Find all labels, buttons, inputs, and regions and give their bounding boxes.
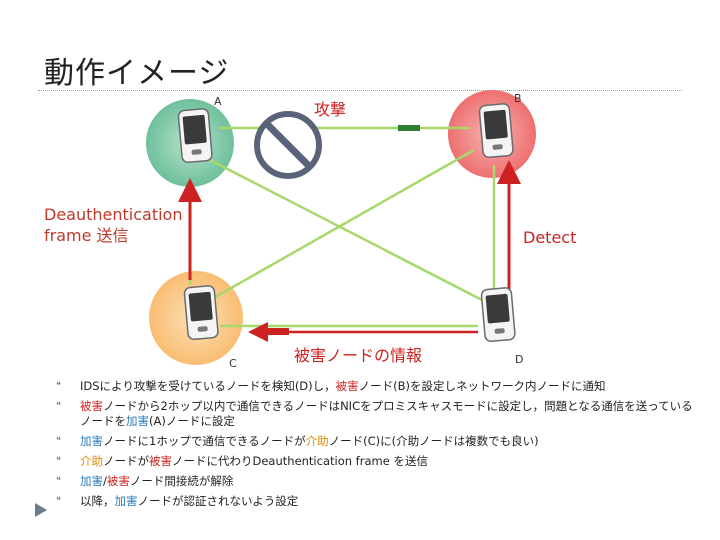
bullet-marker-icon: ❝ (56, 476, 61, 486)
bullet-item: ❝ 介助ノードが被害ノードに代わりDeauthentication frame を… (56, 454, 696, 469)
bullet-item: ❝ 加害ノードに1ホップで通信できるノードが介助ノード(C)に(介助ノードは複数で… (56, 434, 696, 449)
slide-nav-arrow-icon (35, 503, 47, 517)
bullet-text-part: 介助 (305, 434, 329, 448)
node-c-device-icon (183, 285, 219, 341)
bullet-marker-icon: ❝ (56, 381, 61, 391)
bullet-item: ❝ IDSにより攻撃を受けているノードを検知(D)し，被害ノード(B)を設定しネッ… (56, 379, 696, 394)
victim-info-segment (263, 328, 289, 335)
bullet-text-part: 加害 (80, 474, 103, 488)
bullet-marker-icon: ❝ (56, 436, 61, 446)
bullet-text-part: ノードが認証されないよう設定 (137, 494, 299, 508)
bullet-text-part: ノードに代わりDeauthentication frame を送信 (172, 454, 428, 468)
title-divider (38, 90, 682, 91)
bullet-item: ❝ 加害/被害ノード間接続が解除 (56, 474, 696, 489)
node-b-device-icon (478, 103, 514, 159)
bullet-list: ❝IDSにより攻撃を受けているノードを検知(D)し，被害ノード(B)を設定しネッ… (56, 379, 696, 514)
bullet-text-part: IDSにより攻撃を受けているノードを検知(D)し， (80, 379, 336, 393)
bullet-item: ❝ 被害ノードから2ホップ以内で通信できるノードはNICをプロミスキャスモードに設… (56, 399, 696, 429)
bullet-item: ❝ 以降，加害ノードが認証されないよう設定 (56, 494, 696, 509)
bullet-text-part: / (103, 474, 107, 488)
bullet-text-part: 被害 (80, 399, 103, 413)
attack-traffic-segment (398, 125, 420, 131)
bullet-text-part: 被害 (106, 474, 130, 488)
node-c-letter: C (229, 357, 237, 370)
attack-label: 攻撃 (314, 100, 347, 119)
bullet-text-part: ノードから2ホップ以内で通信できるノードはNICをプロミスキャスモードに設定し，… (80, 399, 693, 428)
bullet-text-part: ノード間接続が解除 (129, 474, 234, 488)
node-b-letter: B (514, 92, 522, 105)
link-c-b (209, 148, 475, 302)
bullet-text-part: 加害 (114, 494, 138, 508)
bullet-text-part: ノードが (103, 454, 149, 468)
bullet-text-part: ノード(C)に(介助ノードは複数でも良い) (328, 434, 539, 448)
node-d-letter: D (515, 353, 524, 366)
bullet-text-part: 加害 (80, 434, 103, 448)
bullet-text-part: 被害 (335, 379, 359, 393)
bullet-text-part: (A)ノードに設定 (149, 414, 235, 428)
network-diagram (146, 90, 536, 365)
slide-title: 動作イメージ (44, 56, 230, 91)
bullet-text-part: ノード(B)を設定しネットワーク内ノードに通知 (358, 379, 606, 393)
node-a-device-icon (177, 108, 213, 164)
bullet-marker-icon: ❝ (56, 456, 61, 466)
bullet-marker-icon: ❝ (56, 401, 61, 411)
bullet-text-part: 介助 (80, 454, 103, 468)
node-a-letter: A (214, 95, 222, 108)
prohibited-icon (254, 111, 322, 179)
bullet-text-part: ノードに1ホップで通信できるノードが (103, 434, 306, 448)
link-a-d (209, 158, 483, 302)
victim-info-label: 被害ノードの情報 (294, 346, 423, 365)
deauth-label: Deauthentication frame 送信 (44, 205, 183, 245)
bullet-text-part: 被害 (149, 454, 172, 468)
bullet-text-part: 加害 (126, 414, 149, 428)
node-d-device-icon (480, 287, 516, 343)
bullet-marker-icon: ❝ (56, 496, 61, 506)
detect-label: Detect (523, 228, 577, 247)
bullet-text-part: 以降， (80, 494, 115, 508)
